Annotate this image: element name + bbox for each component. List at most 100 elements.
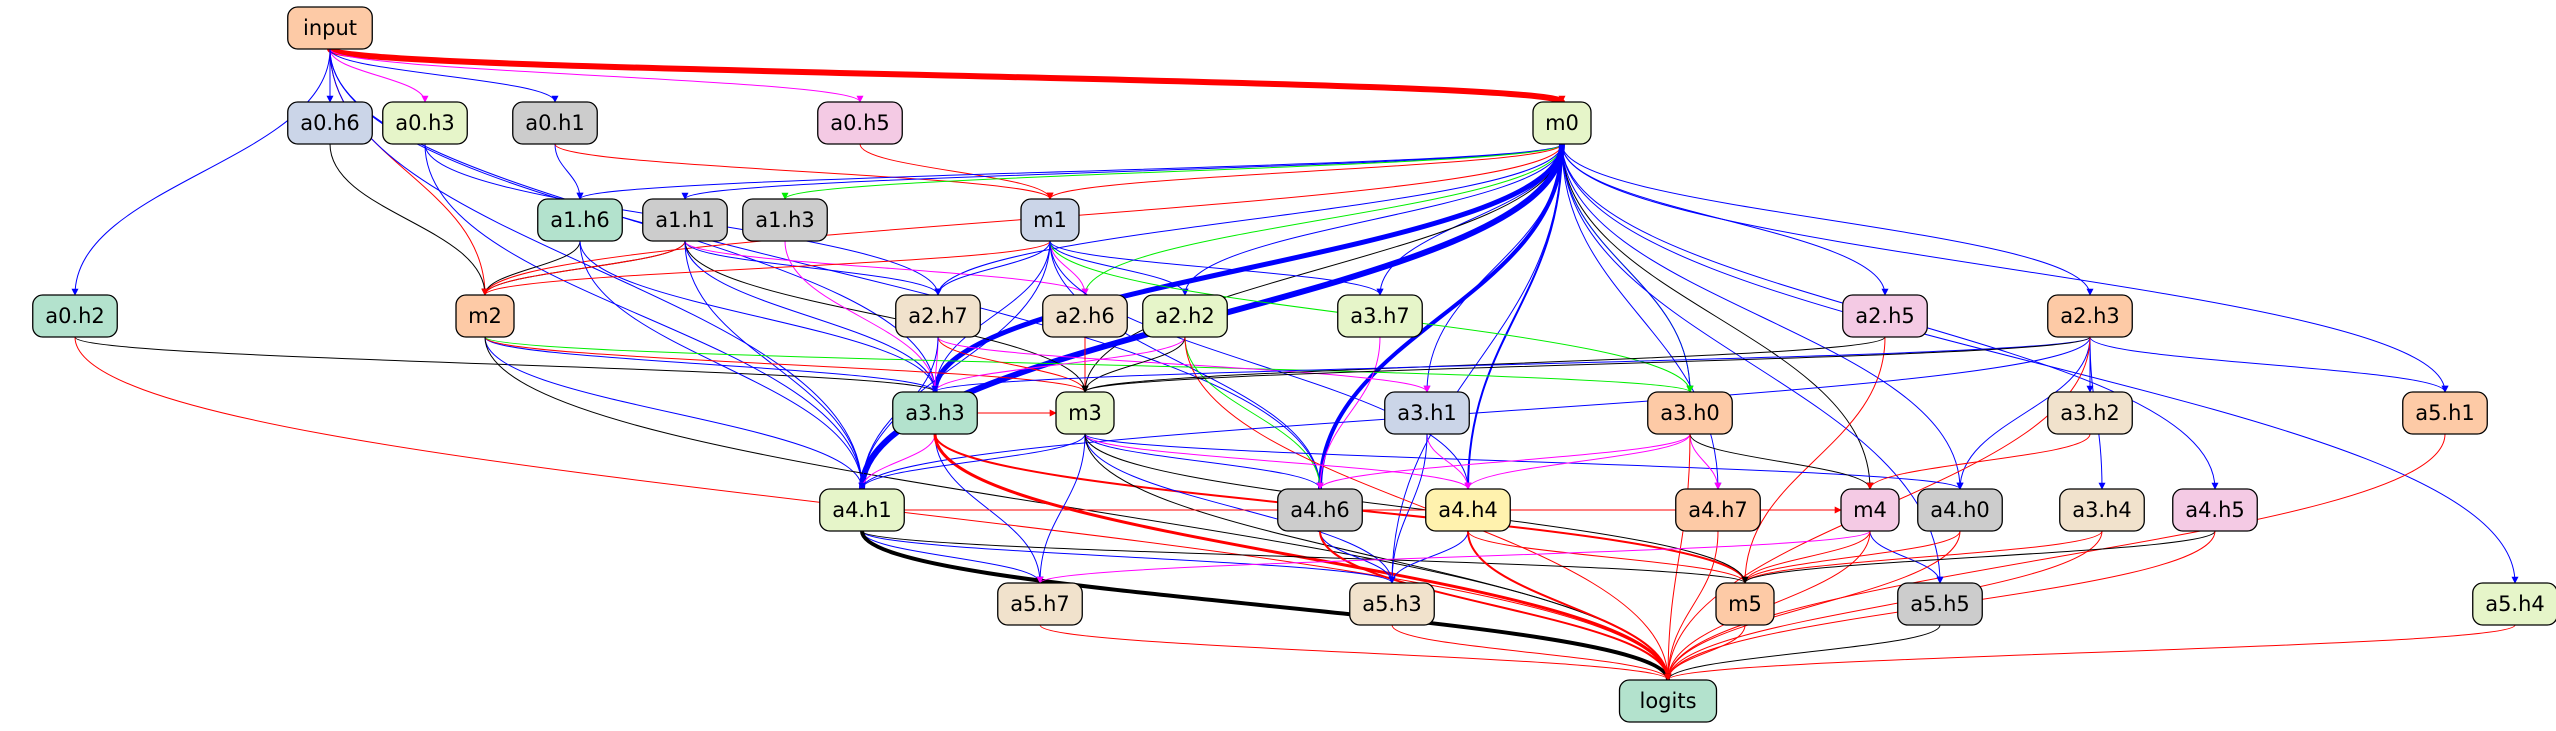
edge-m0-to-a4.h6 — [1316, 143, 1564, 490]
node-label: a2.h3 — [2060, 304, 2120, 328]
node-label: a0.h5 — [830, 111, 890, 135]
edge-a1.h1-to-m3 — [684, 240, 1089, 393]
node-a3.h2[interactable]: a3.h2 — [2047, 391, 2133, 435]
edge-a5.h1-to-logits — [1664, 433, 2446, 681]
edge-a2.h2-to-a3.h3 — [931, 336, 1186, 393]
node-a4.h5[interactable]: a4.h5 — [2172, 488, 2258, 532]
node-label: a5.h3 — [1362, 592, 1422, 616]
node-label: a3.h1 — [1397, 401, 1457, 425]
node-a4.h6[interactable]: a4.h6 — [1277, 488, 1363, 532]
node-a5.h7[interactable]: a5.h7 — [997, 582, 1083, 626]
edge-input-to-a0.h2 — [71, 48, 331, 296]
node-a3.h7[interactable]: a3.h7 — [1337, 294, 1423, 338]
edge-a5.h5-to-logits — [1664, 624, 1941, 681]
node-box — [1618, 679, 1718, 723]
node-a3.h3[interactable]: a3.h3 — [892, 391, 978, 435]
edge-input-to-a0.h3 — [329, 48, 429, 103]
node-box — [455, 294, 515, 338]
node-input[interactable]: input — [287, 6, 373, 50]
edge-a3.h0-to-a4.h7 — [1689, 433, 1722, 490]
node-a3.h4[interactable]: a3.h4 — [2059, 488, 2145, 532]
node-box — [892, 391, 978, 435]
node-box — [32, 294, 118, 338]
edge-a2.h2-to-m3 — [1081, 336, 1186, 393]
edge-a3.h0-to-a4.h6 — [1316, 433, 1691, 490]
edge-a4.h0-to-m5 — [1741, 530, 1961, 584]
node-label: a3.h4 — [2072, 498, 2132, 522]
edge-m3-to-a4.h1 — [858, 433, 1086, 490]
edge-a0.h1-to-m1 — [554, 143, 1054, 200]
node-a2.h7[interactable]: a2.h7 — [895, 294, 981, 338]
node-box — [1842, 294, 1928, 338]
node-m3[interactable]: m3 — [1055, 391, 1115, 435]
node-m1[interactable]: m1 — [1020, 198, 1080, 242]
node-a4.h7[interactable]: a4.h7 — [1675, 488, 1761, 532]
node-label: a3.h7 — [1350, 304, 1410, 328]
edge-input-to-a0.h1 — [329, 48, 559, 103]
node-box — [1337, 294, 1423, 338]
edge-m1-to-m2 — [481, 240, 1051, 296]
node-box — [537, 198, 623, 242]
node-a5.h5[interactable]: a5.h5 — [1897, 582, 1983, 626]
edge-a2.h3-to-a4.h0 — [1956, 336, 2091, 490]
edge-a0.h6-to-m2 — [329, 143, 489, 296]
node-box — [819, 488, 905, 532]
edge-a2.h3-to-a4.h1 — [858, 336, 2091, 490]
node-box — [287, 6, 373, 50]
node-m2[interactable]: m2 — [455, 294, 515, 338]
edge-a4.h7-to-logits — [1664, 530, 1719, 681]
edge-a5.h4-to-logits — [1664, 624, 2516, 681]
edge-a2.h2-to-a4.h6 — [1184, 336, 1324, 490]
node-a2.h6[interactable]: a2.h6 — [1042, 294, 1128, 338]
edge-m1-to-a4.h4 — [1049, 240, 1472, 490]
node-a1.h6[interactable]: a1.h6 — [537, 198, 623, 242]
node-m4[interactable]: m4 — [1840, 488, 1900, 532]
node-box — [1715, 582, 1775, 626]
node-m0[interactable]: m0 — [1532, 101, 1592, 145]
node-a0.h5[interactable]: a0.h5 — [817, 101, 903, 145]
node-label: a3.h3 — [905, 401, 965, 425]
node-a3.h0[interactable]: a3.h0 — [1647, 391, 1733, 435]
node-a0.h1[interactable]: a0.h1 — [512, 101, 598, 145]
node-box — [1055, 391, 1115, 435]
node-a0.h2[interactable]: a0.h2 — [32, 294, 118, 338]
node-label: a5.h7 — [1010, 592, 1070, 616]
node-label: a3.h0 — [1660, 401, 1720, 425]
node-box — [1675, 488, 1761, 532]
node-a2.h2[interactable]: a2.h2 — [1142, 294, 1228, 338]
node-a4.h0[interactable]: a4.h0 — [1917, 488, 2003, 532]
node-label: a4.h5 — [2185, 498, 2245, 522]
node-a4.h1[interactable]: a4.h1 — [819, 488, 905, 532]
node-a1.h3[interactable]: a1.h3 — [742, 198, 828, 242]
edge-a5.h3-to-logits — [1391, 624, 1672, 681]
node-label: m4 — [1853, 498, 1887, 522]
edge-m2-to-a3.h3 — [484, 336, 939, 393]
node-logits[interactable]: logits — [1618, 679, 1718, 723]
edge-m2-to-m3 — [484, 336, 1089, 393]
node-a2.h3[interactable]: a2.h3 — [2047, 294, 2133, 338]
edge-m1-to-a3.h3 — [931, 240, 1051, 393]
node-a0.h3[interactable]: a0.h3 — [382, 101, 468, 145]
edge-a1.h3-to-a3.h3 — [784, 240, 939, 393]
node-a5.h1[interactable]: a5.h1 — [2402, 391, 2488, 435]
edge-a3.h1-to-a5.h3 — [1388, 433, 1428, 584]
node-box — [2172, 488, 2258, 532]
node-a5.h4[interactable]: a5.h4 — [2472, 582, 2556, 626]
node-a0.h6[interactable]: a0.h6 — [287, 101, 373, 145]
node-a5.h3[interactable]: a5.h3 — [1349, 582, 1435, 626]
node-box — [1349, 582, 1435, 626]
edge-a1.h1-to-a3.h3 — [684, 240, 939, 393]
edge-m3-to-a5.h3 — [1084, 433, 1396, 584]
edge-m1-to-a4.h1 — [858, 240, 1051, 490]
edge-a4.h1-to-m5 — [861, 530, 1749, 584]
edge-a3.h2-to-m4 — [1866, 433, 2091, 490]
node-label: a1.h1 — [655, 208, 715, 232]
node-a1.h1[interactable]: a1.h1 — [642, 198, 728, 242]
edge-input-to-m0 — [327, 46, 1566, 105]
edge-a4.h6-to-logits — [1319, 530, 1672, 681]
node-a4.h4[interactable]: a4.h4 — [1425, 488, 1511, 532]
node-m5[interactable]: m5 — [1715, 582, 1775, 626]
node-a2.h5[interactable]: a2.h5 — [1842, 294, 1928, 338]
node-a3.h1[interactable]: a3.h1 — [1384, 391, 1470, 435]
